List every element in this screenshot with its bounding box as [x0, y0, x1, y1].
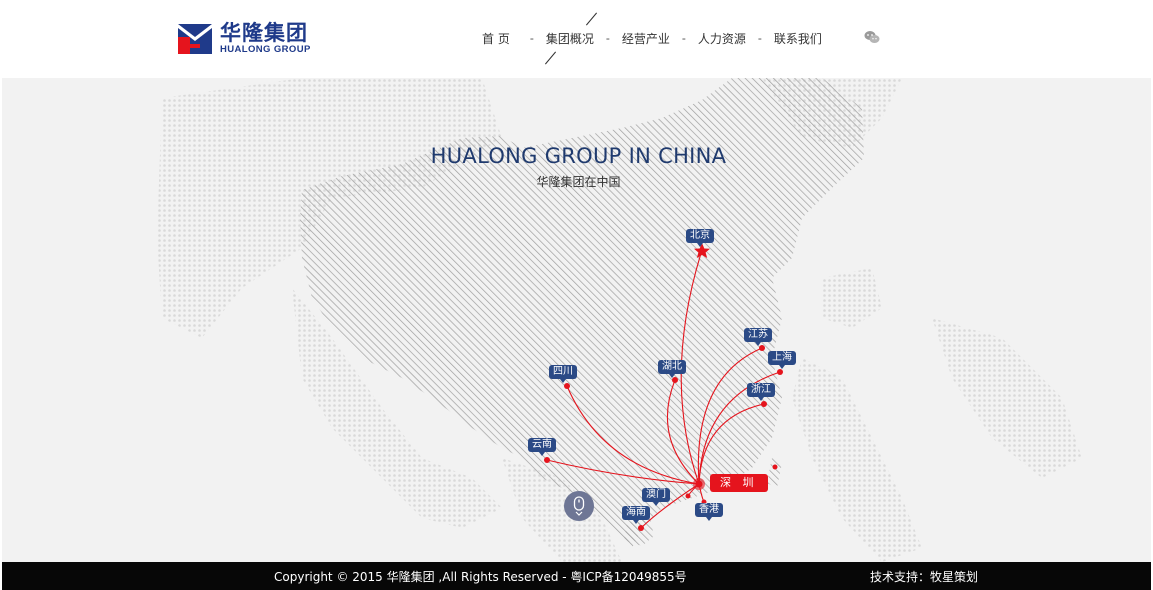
logo-chinese-name: 华隆集团 — [220, 21, 308, 45]
wechat-icon[interactable] — [864, 30, 880, 44]
city-tag-zhejiang[interactable]: 浙江 — [747, 383, 775, 401]
header: 华隆集团 HUALONG GROUP 首 页 - 集团概况 - 经营产业 - 人… — [0, 0, 1153, 78]
nav-separator: - — [529, 31, 534, 45]
city-tag-yunnan[interactable]: 云南 — [528, 438, 556, 456]
city-tag-shanghai[interactable]: 上海 — [768, 351, 796, 369]
nav-separator: - — [757, 31, 762, 45]
nav-home[interactable]: 首 页 — [482, 31, 510, 46]
nav-separator: - — [605, 31, 610, 45]
city-tag-sichuan[interactable]: 四川 — [549, 365, 577, 383]
city-tag-hubei[interactable]: 湖北 — [658, 360, 686, 378]
map-title: HUALONG GROUP IN CHINA — [430, 144, 727, 168]
active-nav-decoration — [585, 12, 598, 26]
city-tag-hainan[interactable]: 海南 — [622, 506, 650, 524]
city-tag-hongkong[interactable]: 香港 — [695, 503, 723, 521]
map-subtitle: 华隆集团在中国 — [536, 175, 621, 189]
hualong-logo-icon — [178, 23, 212, 54]
scroll-down-button[interactable] — [564, 491, 594, 521]
city-tag-beijing[interactable]: 北京 — [686, 229, 714, 247]
city-tag-jiangsu[interactable]: 江苏 — [744, 328, 772, 346]
active-nav-decoration — [544, 51, 557, 65]
mouse-scroll-icon — [573, 496, 585, 516]
main-nav: 首 页 - 集团概况 - 经营产业 - 人力资源 - 联系我们 — [482, 30, 822, 46]
logo[interactable]: 华隆集团 HUALONG GROUP — [178, 22, 311, 55]
tech-support-link[interactable]: 技术支持：牧星策划 — [870, 570, 979, 584]
footer: Copyright © 2015 华隆集团 ,All Rights Reserv… — [2, 562, 1151, 590]
copyright-text: Copyright © 2015 华隆集团 ,All Rights Reserv… — [274, 570, 687, 584]
city-tag-macau[interactable]: 澳门 — [642, 488, 670, 506]
nav-separator: - — [681, 31, 686, 45]
hub-tag-shenzhen[interactable]: 深 圳 — [710, 474, 768, 492]
china-map-section: HUALONG GROUP IN CHINA 华隆集团在中国 北京 江苏 上海 … — [2, 78, 1151, 562]
nav-contact[interactable]: 联系我们 — [773, 31, 822, 46]
nav-group-overview[interactable]: 集团概况 — [545, 31, 594, 46]
logo-english-name: HUALONG GROUP — [220, 44, 311, 55]
china-map-graphic — [157, 78, 1082, 562]
nav-human-resources[interactable]: 人力资源 — [697, 31, 746, 46]
nav-business[interactable]: 经营产业 — [621, 31, 670, 46]
